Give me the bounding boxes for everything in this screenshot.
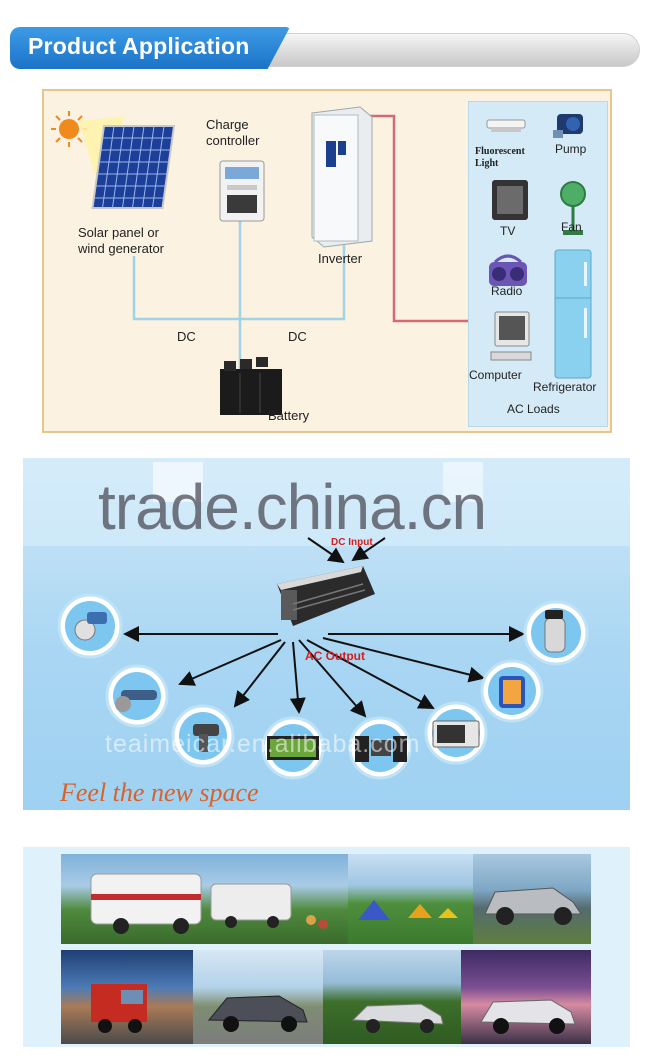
- suv-sunset-scene: [480, 999, 576, 1034]
- dc-right-label: DC: [288, 329, 307, 344]
- ac-output-label: AC Output: [305, 649, 365, 663]
- sun-icon: [51, 111, 87, 147]
- fluorescent-label-1: Fluorescent: [475, 146, 525, 157]
- fan-icon: [560, 181, 586, 235]
- truck-scene: [91, 984, 147, 1033]
- convertible-photo: [323, 950, 461, 1044]
- page-title: Product Application: [28, 33, 250, 59]
- dc-wiring: [132, 216, 346, 379]
- solar-label-line2: wind generator: [78, 241, 164, 256]
- output-arrows: [123, 537, 525, 718]
- fluorescent-light-icon: [486, 119, 526, 132]
- diagram-drawing: [51, 106, 468, 415]
- tents-scene: [358, 900, 458, 920]
- mini-fridge-icon: [480, 659, 544, 723]
- tv-icon: [492, 180, 528, 220]
- inverter-application-panel: trade.china.cn DC Input AC Output teaime…: [23, 458, 630, 810]
- inverter-label: Inverter: [318, 251, 363, 266]
- dc-input-label: DC Input: [331, 537, 373, 548]
- system-diagram: Solar panel or wind generator Charge con…: [42, 89, 612, 433]
- convertible-scene: [351, 1003, 444, 1033]
- fluorescent-label-2: Light: [475, 158, 499, 169]
- refrigerator-label: Refrigerator: [533, 380, 597, 394]
- ac-wiring: [364, 114, 468, 323]
- computer-label: Computer: [469, 368, 522, 382]
- tv-label: TV: [500, 224, 516, 238]
- sedan-scene: [207, 995, 308, 1032]
- slogan-text: Feel the new space: [60, 778, 259, 807]
- sedan-photo: [193, 950, 323, 1044]
- rv-motorhome-photo: [61, 854, 348, 944]
- drill-icon: [171, 704, 235, 768]
- dc-left-label: DC: [177, 329, 196, 344]
- circular-saw-icon: [57, 593, 123, 659]
- fan-label: Fan: [561, 220, 582, 234]
- angle-grinder-icon: [105, 664, 169, 728]
- rv-scene: [90, 873, 328, 934]
- solar-label-line1: Solar panel or: [78, 225, 159, 240]
- truck-photo: [61, 950, 193, 1044]
- usage-photo-collage: [23, 847, 630, 1047]
- stereo-icon: [348, 716, 412, 780]
- microwave-icon: [424, 701, 488, 765]
- trade-watermark: trade.china.cn: [98, 471, 487, 543]
- charge-label-line1: Charge: [206, 117, 249, 132]
- header-track: [230, 33, 640, 67]
- inverter-icon: [311, 106, 373, 248]
- suv-photo: [473, 854, 591, 944]
- battery-icon: [220, 357, 282, 415]
- camping-tents-photo: [348, 854, 473, 944]
- section-header: Product Application: [10, 27, 640, 69]
- loads-drawing: [486, 114, 592, 379]
- pump-label: Pump: [555, 142, 587, 156]
- radio-icon: [489, 254, 527, 286]
- battery-label: Battery: [268, 408, 310, 423]
- charge-label-line2: controller: [206, 133, 260, 148]
- computer-icon: [490, 311, 532, 361]
- lcd-tv-icon: [261, 716, 325, 780]
- refrigerator-icon: [554, 249, 592, 379]
- ac-loads-title: AC Loads: [507, 402, 560, 416]
- suv-sunset-photo: [461, 950, 591, 1044]
- application-drawing: [23, 458, 630, 780]
- pump-icon: [553, 114, 583, 138]
- power-inverter-icon: [277, 566, 375, 626]
- solar-panel-icon: [91, 125, 176, 209]
- store-watermark: teaimeicar.en.alibaba.com: [105, 730, 421, 758]
- kettle-icon: [523, 600, 589, 666]
- charge-controller-icon: [219, 160, 265, 222]
- header-tab: [10, 27, 290, 69]
- suv-scene: [484, 887, 582, 925]
- ac-loads-panel: Fluorescent Light Pump TV Fan Radio Comp…: [468, 101, 608, 427]
- radio-label: Radio: [491, 284, 523, 298]
